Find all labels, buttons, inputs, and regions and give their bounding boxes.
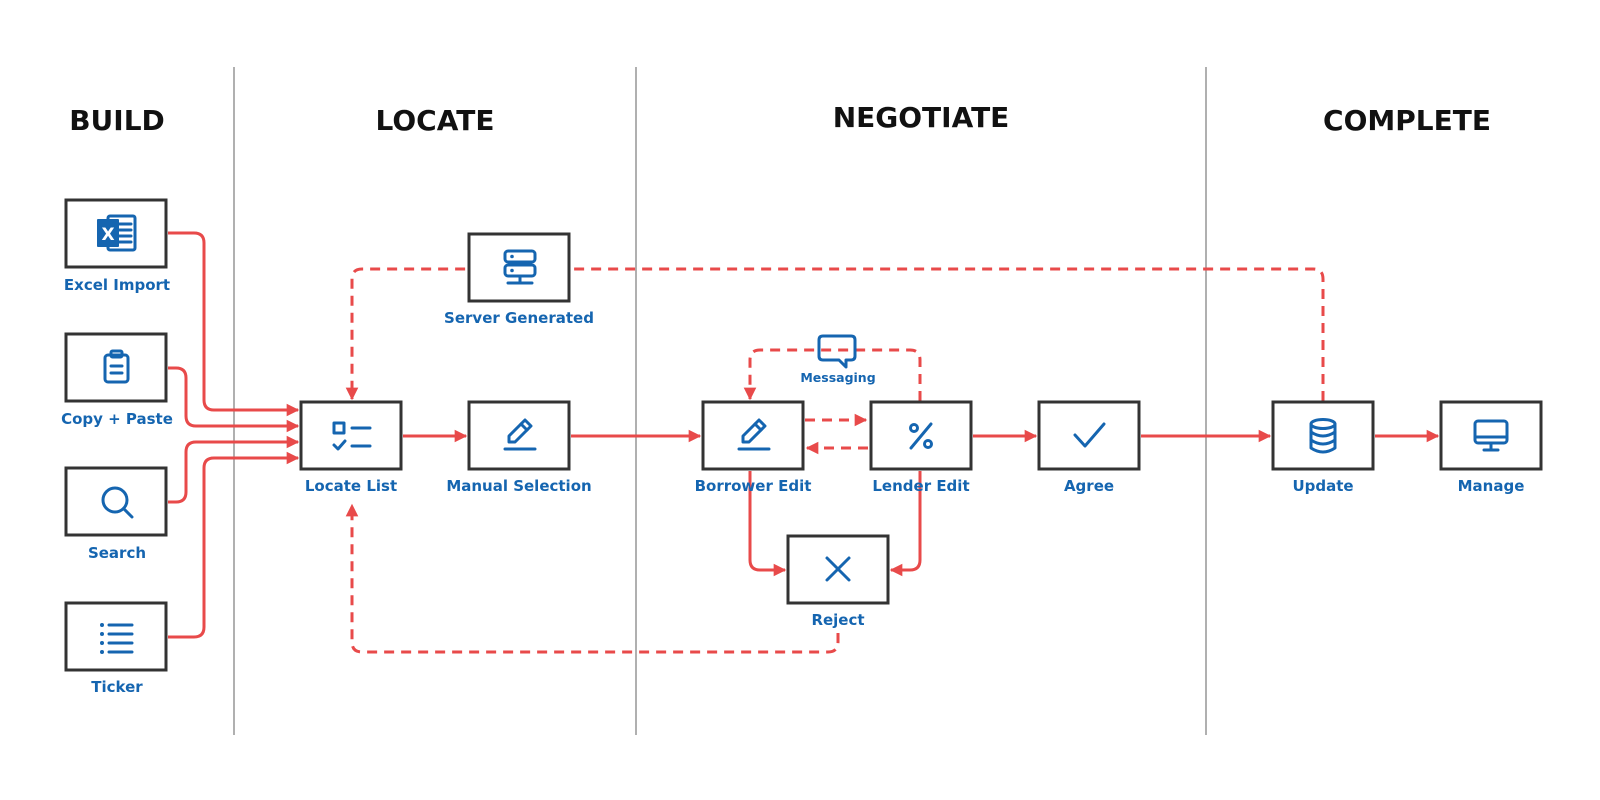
node-manual-selection: Manual Selection	[446, 400, 592, 495]
x-icon	[825, 556, 851, 582]
node-label-copy-paste: Copy + Paste	[61, 410, 173, 428]
monitor-icon	[1473, 419, 1509, 452]
edge-lender-to-reject	[889, 471, 922, 577]
node-lender-edit: Lender Edit	[869, 400, 973, 495]
node-label-borrower-edit: Borrower Edit	[695, 477, 812, 495]
node-label-update: Update	[1292, 477, 1353, 495]
node-label-excel-import: Excel Import	[64, 276, 170, 294]
node-excel-import: X Excel Import	[64, 198, 170, 294]
phase-title-locate: LOCATE	[376, 104, 495, 137]
svg-text:X: X	[101, 225, 114, 245]
node-agree: Agree	[1037, 400, 1141, 495]
checkmark-icon	[1073, 422, 1106, 448]
edge-update-to-locate-via-server	[345, 267, 1325, 401]
node-messaging: Messaging	[800, 334, 876, 385]
edge-search-to-locate	[168, 435, 300, 504]
node-label-reject: Reject	[811, 611, 864, 629]
node-label-lender-edit: Lender Edit	[872, 477, 969, 495]
phase-title-negotiate: NEGOTIATE	[833, 101, 1010, 134]
node-label-search: Search	[88, 544, 146, 562]
edge-excel-to-locate	[168, 231, 300, 417]
node-update: Update	[1271, 400, 1375, 495]
node-label-ticker: Ticker	[91, 678, 143, 696]
edge-reject-to-locate	[345, 503, 840, 654]
checklist-icon	[332, 421, 372, 451]
node-manage: Manage	[1439, 400, 1543, 495]
clipboard-icon	[103, 349, 130, 384]
node-label-messaging: Messaging	[800, 370, 875, 385]
search-icon	[101, 486, 134, 519]
node-ticker: Ticker	[64, 601, 168, 696]
percent-icon	[909, 422, 933, 450]
node-label-agree: Agree	[1064, 477, 1114, 495]
excel-icon: X	[97, 214, 137, 252]
node-label-locate-list: Locate List	[305, 477, 397, 495]
node-server-generated: Server Generated	[444, 232, 594, 327]
pencil-icon	[503, 418, 537, 451]
database-icon	[1309, 418, 1337, 454]
phase-title-complete: COMPLETE	[1323, 104, 1491, 137]
chat-bubble-icon	[817, 334, 857, 369]
node-search: Search	[64, 466, 168, 562]
phase-title-build: BUILD	[69, 104, 165, 137]
node-locate-list: Locate List	[299, 400, 403, 495]
node-borrower-edit: Borrower Edit	[695, 400, 812, 495]
node-label-manual-selection: Manual Selection	[446, 477, 591, 495]
node-label-server-generated: Server Generated	[444, 309, 594, 327]
server-icon	[503, 249, 537, 285]
node-reject: Reject	[786, 534, 890, 629]
edge-ticker-to-locate	[168, 451, 300, 639]
node-copy-paste: Copy + Paste	[61, 332, 173, 428]
node-label-manage: Manage	[1458, 477, 1525, 495]
pencil-icon	[737, 418, 771, 451]
edge-borrower-to-reject	[748, 471, 787, 577]
edge-copy-to-locate	[168, 366, 300, 433]
list-icon	[100, 623, 134, 654]
